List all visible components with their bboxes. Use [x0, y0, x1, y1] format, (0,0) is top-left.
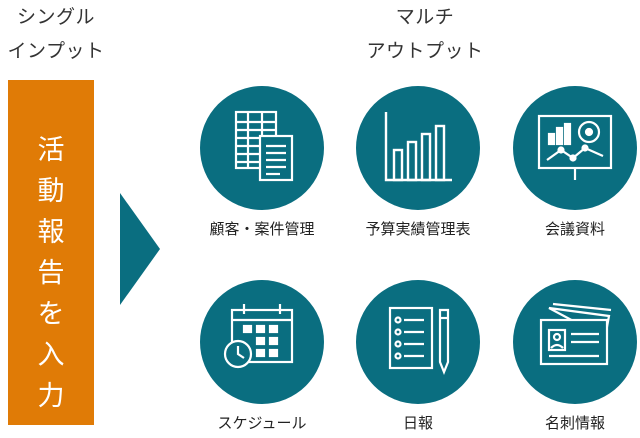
output-customer-management: 顧客・案件管理	[187, 86, 337, 239]
output-meeting-materials: 会議資料	[500, 86, 640, 239]
output-label: 日報	[402, 414, 433, 432]
spreadsheet-document-icon	[200, 86, 324, 210]
output-schedule: スケジュール	[187, 280, 337, 433]
bar-chart-icon	[356, 86, 480, 210]
activity-report-input-box: 活 動 報 告 を 入 力	[8, 80, 94, 425]
output-budget-actual: 予算実績管理表	[343, 86, 493, 239]
output-business-card: 名刺情報	[500, 280, 640, 433]
output-label: 名刺情報	[544, 414, 605, 432]
presentation-board-icon	[513, 86, 637, 210]
output-label: スケジュール	[217, 414, 307, 432]
output-label: 顧客・案件管理	[209, 220, 315, 238]
business-card-icon	[513, 280, 637, 404]
activity-report-label: 活 動 報 告 を 入 力	[37, 135, 65, 412]
calendar-clock-icon	[200, 280, 324, 404]
multi-output-heading: マルチ アウトプット	[366, 6, 484, 62]
checklist-pen-icon	[356, 280, 480, 404]
flow-arrow-icon	[120, 193, 160, 305]
output-daily-report: 日報	[343, 280, 493, 433]
output-label: 予算実績管理表	[365, 220, 471, 238]
single-input-heading: シングル インプット	[7, 6, 105, 62]
output-label: 会議資料	[544, 220, 605, 238]
